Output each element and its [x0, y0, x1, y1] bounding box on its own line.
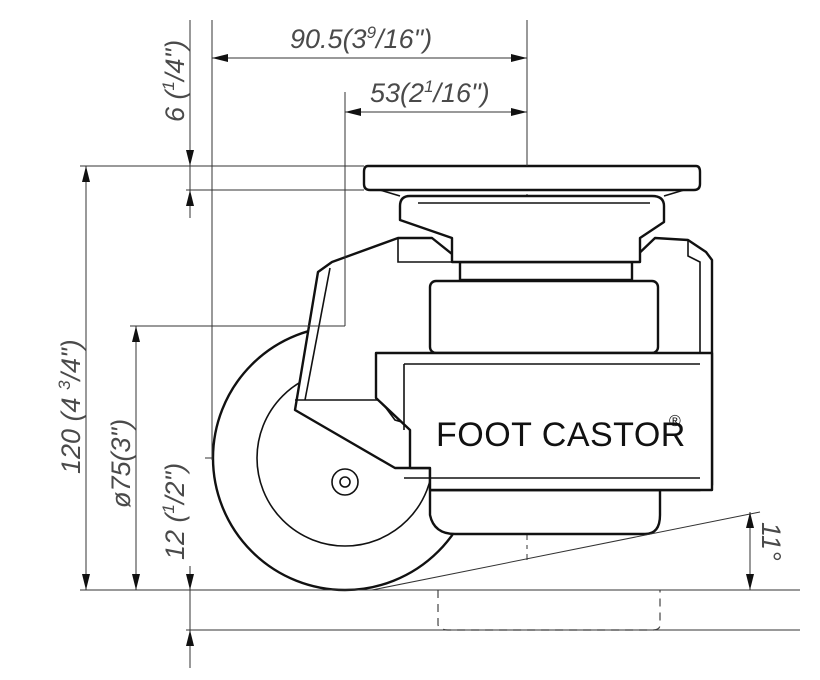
overall-height-value: 120	[56, 429, 86, 474]
overall-width-den: /16")	[374, 24, 432, 54]
center-offset-num: 1	[424, 77, 433, 96]
plate-thickness-open: (	[160, 87, 190, 107]
plate-thickness-dimension: 6 (1/4")	[159, 20, 194, 218]
plate-thickness-value: 6	[160, 106, 190, 122]
overall-width-num: 9	[367, 23, 377, 42]
svg-text:11°: 11°	[756, 522, 786, 561]
center-offset-open: (2	[400, 78, 424, 108]
svg-text:12 (1/2"): 12 (1/2")	[159, 463, 190, 560]
wheel-diameter-dimension: ø75(3")	[106, 326, 140, 590]
registered-mark: ®	[669, 413, 681, 430]
wheel-diameter-open: (3")	[106, 419, 136, 462]
svg-text:53(21/16"): 53(21/16")	[370, 77, 490, 108]
ground-clearance-open: (	[160, 510, 190, 530]
extension-lines	[80, 20, 528, 460]
center-offset-value: 53	[370, 78, 400, 108]
leveling-foot-pad	[428, 488, 662, 536]
main-housing	[293, 236, 714, 492]
svg-text:ø75(3"): ø75(3")	[106, 419, 136, 508]
overall-height-den: /4")	[56, 339, 86, 382]
svg-text:120 (4 3/4"): 120 (4 3/4")	[55, 339, 86, 474]
center-offset-den: /16")	[432, 78, 490, 108]
svg-text:90.5(39/16"): 90.5(39/16")	[290, 23, 432, 54]
svg-text:6 (1/4"): 6 (1/4")	[159, 40, 190, 122]
ground-clearance-den: /2")	[160, 463, 190, 506]
plate-thickness-den: /4")	[160, 40, 190, 83]
overall-height-open: (4	[56, 390, 86, 429]
overall-height-num: 3	[55, 380, 74, 390]
leveling-foot-lowered-hidden	[437, 590, 661, 631]
top-mounting-plate	[362, 164, 702, 282]
ground-clearance-dimension: 12 (1/2")	[159, 463, 194, 668]
ground-clearance-value: 12	[160, 530, 190, 560]
overall-width-value: 90.5	[290, 24, 344, 54]
tilt-angle-dimension: 11°	[746, 512, 786, 590]
overall-width-open: (3	[343, 24, 367, 54]
wheel-diameter-value: ø75	[106, 460, 136, 508]
plate-thickness-num: 1	[159, 81, 178, 90]
tilt-angle-value: 11°	[756, 522, 786, 561]
tilt-reference-line	[371, 511, 761, 591]
ground-clearance-num: 1	[159, 504, 178, 513]
center-offset-dimension: 53(21/16")	[345, 77, 527, 116]
overall-height-dimension: 120 (4 3/4")	[55, 166, 90, 590]
overall-width-dimension: 90.5(39/16")	[212, 23, 527, 62]
product-label: FOOT CASTOR	[436, 416, 686, 454]
